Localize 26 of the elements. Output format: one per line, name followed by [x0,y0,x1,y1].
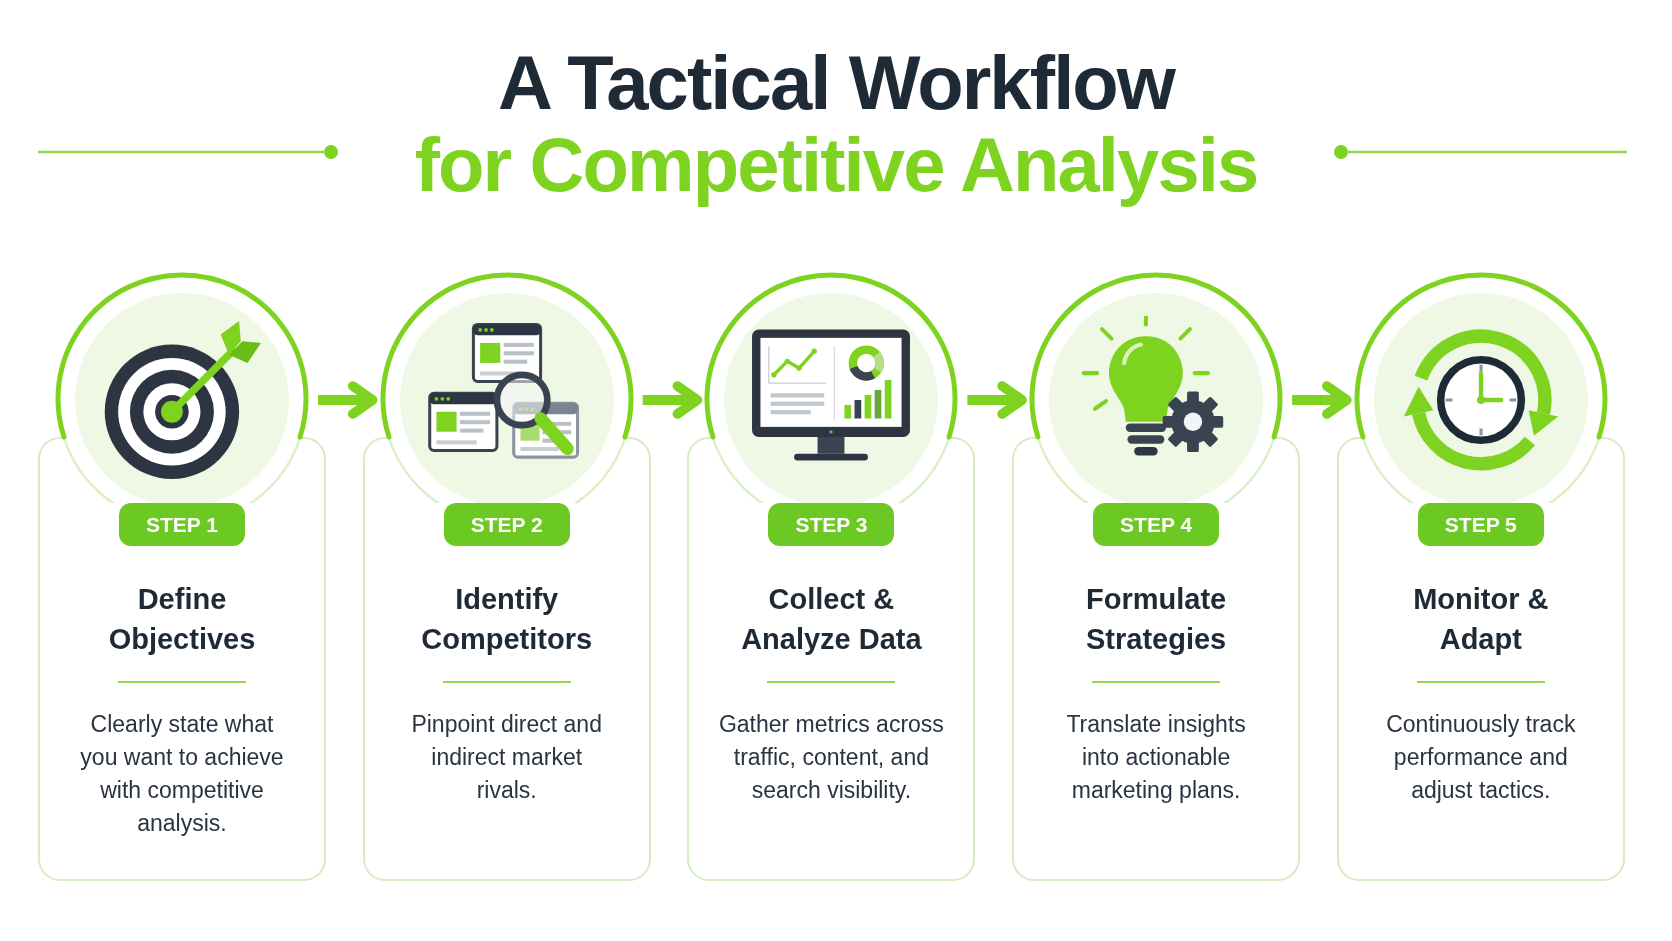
step-card [1336,272,1625,881]
step-description: Clearly state what you want to achieve with competitive analysis. [79,710,285,838]
title: A Tactical Workflow [497,42,1175,124]
subtitle: for Competitive Analysis [414,124,1258,206]
step-badge: STEP 4 [1093,503,1220,546]
step-card [687,272,976,881]
step-card [1012,272,1301,881]
step-title: Formulate Strategies [1084,582,1228,657]
step-description: Pinpoint direct and indirect market rivals. [410,710,603,805]
step-badge: STEP 2 [443,503,570,546]
step-badge: STEP 5 [1417,503,1544,546]
step-badge: STEP 3 [768,503,895,546]
arrow [1292,381,1352,419]
step-card [362,272,651,881]
step-title: Identify Competitors [420,582,594,657]
step-title: Collect & Analyze Data [740,582,923,657]
arrow [967,381,1027,419]
step-badge: STEP 1 [119,503,245,546]
step-description: Continuously track performance and adjust tactics. [1385,710,1577,805]
step-description: Gather metrics across traffic, content, and search visibility. [717,710,945,805]
arrow [318,381,378,419]
step-title: Monitor & Adapt [1412,582,1550,657]
arrow [642,381,703,419]
step-title: Define Objectives [107,582,257,657]
step-description: Translate insights into actionable marketing plans. [1065,710,1247,805]
step-card [38,272,326,881]
